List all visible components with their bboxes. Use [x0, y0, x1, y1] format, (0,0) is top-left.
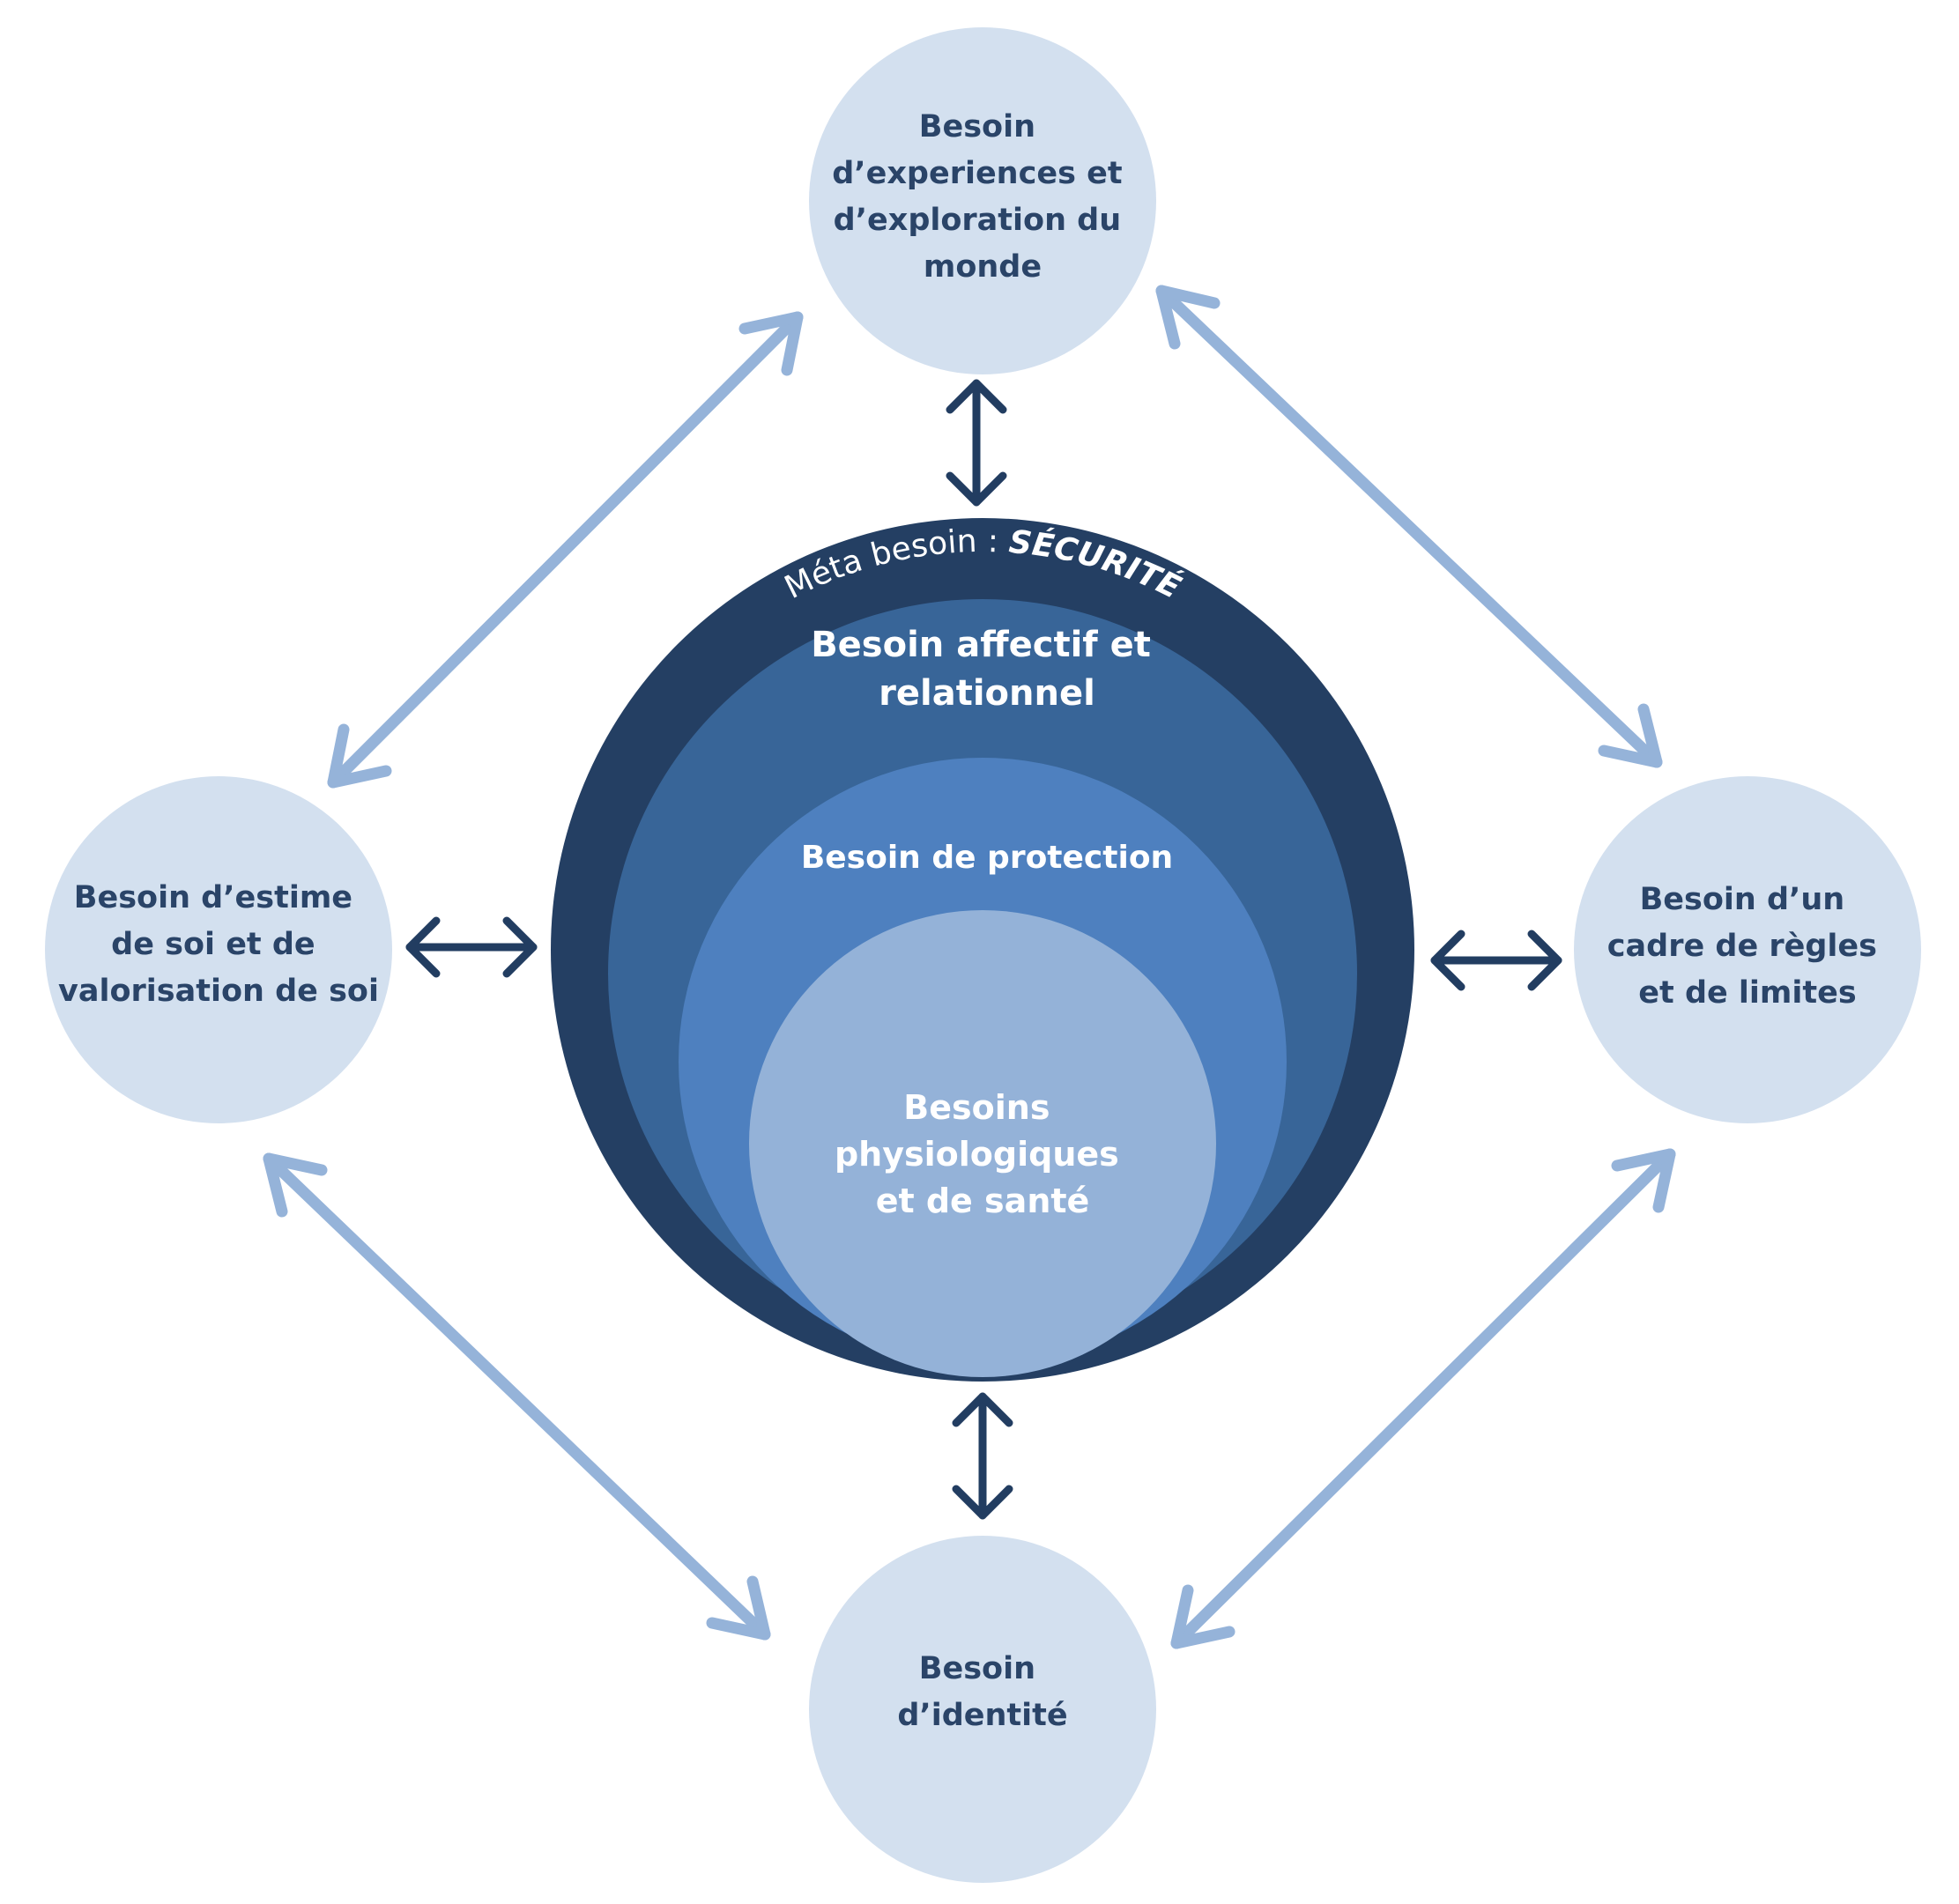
satellite-left-line-1: Besoin d’estime	[74, 880, 352, 915]
core-physio-line-2: physiologiques	[835, 1135, 1119, 1174]
svg-text:Besoin d’identité: Besoin d’identité	[897, 1651, 1067, 1733]
satellite-right: Besoin d’un cadre de règles et de limite…	[1574, 776, 1921, 1123]
core-physio-line-1: Besoins	[903, 1088, 1050, 1127]
satellite-bottom-circle	[809, 1536, 1156, 1883]
center-circle: Méta besoin : SÉCURITÉ Besoin affectif e…	[551, 518, 1414, 1382]
arrow-center-bottom	[952, 1392, 1013, 1520]
arrow-top-right	[1155, 285, 1663, 768]
arrow-center-top	[946, 379, 1007, 507]
arrow-center-right	[1430, 930, 1562, 991]
satellite-bottom-line-2: d’identité	[897, 1698, 1067, 1733]
satellite-right-line-1: Besoin d’un	[1640, 882, 1845, 917]
arrow-top-left	[327, 311, 804, 789]
satellite-top-line-4: monde	[924, 249, 1042, 285]
satellite-bottom-line-1: Besoin	[919, 1651, 1035, 1686]
satellite-left-circle	[45, 776, 392, 1123]
satellite-top-line-2: d’experiences et	[832, 156, 1122, 191]
ring-affectif-line-1: Besoin affectif et	[811, 625, 1151, 665]
satellite-left-line-2: de soi et de	[111, 927, 315, 962]
center-arrows	[405, 379, 1562, 1520]
satellite-left-line-3: valorisation de soi	[58, 974, 379, 1009]
svg-text:Besoin de protection: Besoin de protection	[801, 840, 1173, 876]
satellite-left: Besoin d’estime de soi et de valorisatio…	[45, 776, 392, 1123]
satellite-right-line-2: cadre de règles	[1607, 929, 1877, 964]
svg-text:Besoin d’estime de soi e: Besoin d’estime de soi et de valorisatio…	[58, 880, 379, 1009]
ring-protection-line-1: Besoin de protection	[801, 840, 1173, 876]
svg-text:Besoins physiologiques: Besoins physiologiques et de santé	[835, 1088, 1131, 1220]
satellite-top-circle	[809, 27, 1156, 374]
satellite-right-circle	[1574, 776, 1921, 1123]
arrow-center-left	[405, 916, 538, 978]
arrow-bottom-left	[263, 1152, 771, 1641]
svg-text:Besoin d’un cadre de règ: Besoin d’un cadre de règles et de limite…	[1607, 882, 1888, 1011]
core-physio-line-3: et de santé	[876, 1182, 1090, 1220]
satellite-right-line-3: et de limites	[1638, 975, 1856, 1011]
svg-text:Besoin affectif et relat: Besoin affectif et relationnel	[811, 625, 1163, 714]
satellite-top: Besoin d’experiences et d’exploration du…	[809, 27, 1156, 374]
diagonal-arrows	[263, 285, 1676, 1649]
ring-affectif-line-2: relationnel	[879, 673, 1095, 714]
satellite-top-line-3: d’exploration du	[834, 203, 1121, 238]
core-physiologique	[749, 910, 1216, 1377]
svg-text:Besoin d’experiences et: Besoin d’experiences et d’exploration du…	[832, 109, 1133, 285]
satellite-bottom: Besoin d’identité	[809, 1536, 1156, 1883]
arrow-bottom-right	[1170, 1148, 1676, 1649]
satellite-top-line-1: Besoin	[919, 109, 1035, 144]
